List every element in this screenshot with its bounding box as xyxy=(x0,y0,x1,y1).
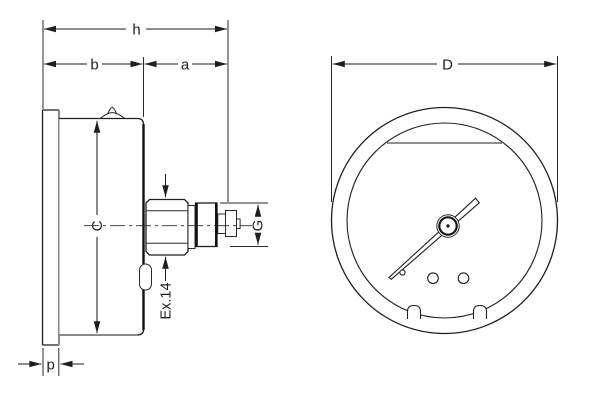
dimension-g: G xyxy=(220,202,268,247)
bezel-inner-ring xyxy=(346,122,543,319)
needle xyxy=(388,197,481,281)
stop-pin xyxy=(399,269,406,276)
fill-plug xyxy=(100,106,125,119)
dim-label-b: b xyxy=(90,56,98,73)
collar-washer xyxy=(187,205,196,249)
blowout-plug xyxy=(139,263,152,291)
dimension-b: b xyxy=(44,56,143,73)
extension-lines xyxy=(42,20,229,376)
dim-label-d: D xyxy=(442,56,453,73)
needle-hub xyxy=(436,214,460,238)
dim-label-p: p xyxy=(47,357,55,374)
dim-label-hex-flats: Ex.14 xyxy=(159,282,175,319)
hex-nut xyxy=(145,198,189,256)
dimension-hex-flats: Ex.14 xyxy=(159,174,175,320)
side-view: h b a xyxy=(18,20,268,376)
dimension-a: a xyxy=(144,56,227,73)
dial-screw-right xyxy=(457,272,470,285)
dimension-h: h xyxy=(44,21,227,38)
front-view: D xyxy=(330,56,559,335)
connection-stem xyxy=(217,210,241,237)
mounting-flange xyxy=(41,109,61,346)
dim-label-g: G xyxy=(250,220,267,232)
dial-screw-left xyxy=(427,272,439,285)
dial-tab-left xyxy=(406,304,422,319)
dim-label-h: h xyxy=(132,21,140,38)
swivel-nut xyxy=(194,202,218,248)
dial-tab-right xyxy=(472,304,488,319)
dim-label-a: a xyxy=(181,56,190,73)
dimension-d: D xyxy=(331,56,558,202)
bezel-outer-ring xyxy=(330,106,559,335)
dimension-p: p xyxy=(18,357,84,374)
